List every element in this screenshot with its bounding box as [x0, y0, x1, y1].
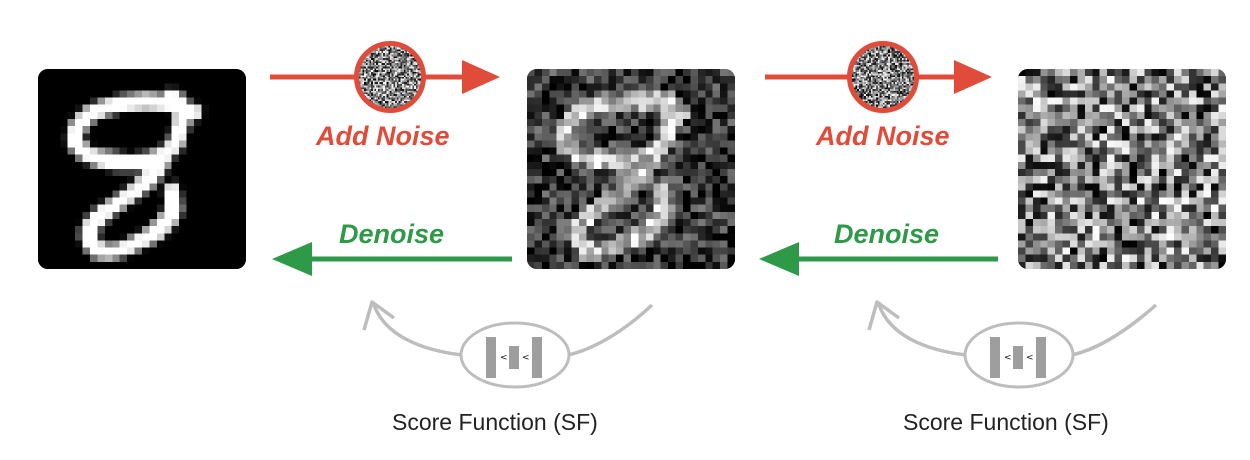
score-function-loop-1: < < — [362, 300, 654, 389]
score-function-label: Score Function (SF) — [903, 409, 1109, 435]
clean-digit-image — [38, 69, 246, 269]
add-noise-label: Add Noise — [316, 121, 450, 151]
network-glyph: < — [1004, 353, 1012, 363]
unet-network-icon: < < — [990, 337, 1046, 378]
add-noise-label: Add Noise — [816, 121, 950, 151]
partially-noised-image — [527, 69, 735, 269]
noise-badge-canvas — [852, 46, 914, 108]
denoise-arrow-1 — [272, 242, 512, 276]
pure-noise-canvas — [1018, 69, 1226, 269]
denoise-label: Denoise — [834, 219, 940, 249]
noise-texture-icon — [847, 41, 919, 113]
network-glyph: < — [1026, 353, 1034, 363]
score-function-label: Score Function (SF) — [392, 409, 598, 435]
network-glyph: < — [522, 353, 530, 363]
clean-digit-canvas — [38, 69, 246, 269]
score-function-loop-2: < < — [867, 300, 1158, 389]
partially-noised-canvas — [527, 69, 735, 269]
denoise-arrow-2 — [759, 242, 998, 276]
noise-texture-icon — [354, 41, 426, 113]
network-glyph: < — [500, 353, 508, 363]
unet-network-icon: < < — [486, 337, 542, 378]
noise-badge-canvas — [359, 46, 421, 108]
pure-noise-image — [1018, 69, 1226, 269]
denoise-label: Denoise — [339, 219, 445, 249]
